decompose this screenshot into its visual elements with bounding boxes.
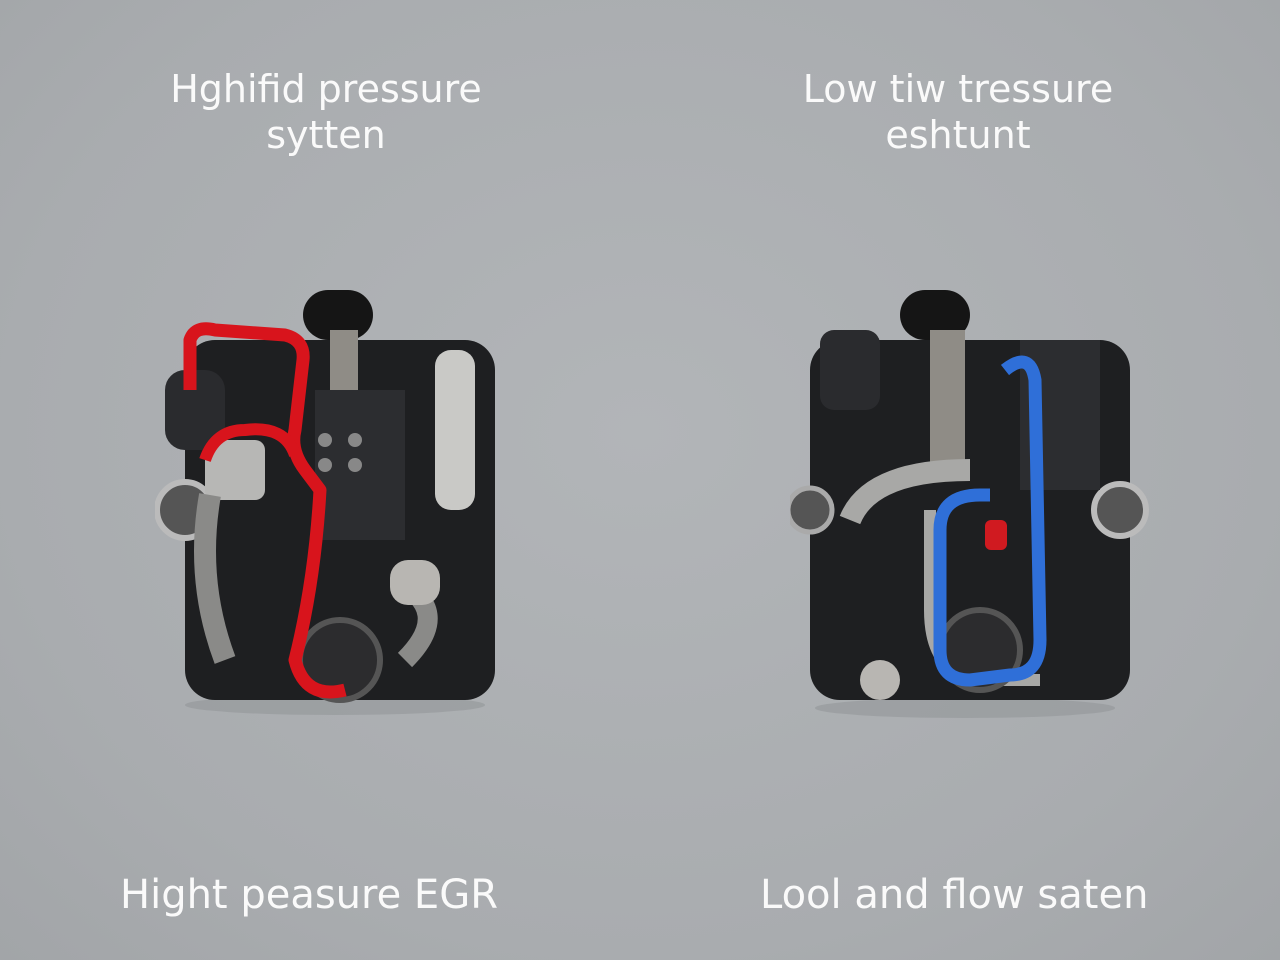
- low-pressure-flow-engine-illustration: [790, 290, 1149, 718]
- high-pressure-egr-engine-illustration: [155, 290, 495, 715]
- right-title-line-1: Low tiw tressure: [802, 67, 1114, 111]
- right-panel-title: Low tiw tressure eshtunt: [758, 66, 1158, 158]
- left-caption: Hight peasure EGR: [120, 872, 498, 918]
- right-title-line-2: eshtunt: [885, 113, 1031, 157]
- left-title-line-2: sytten: [266, 113, 386, 157]
- left-panel-title: Hghifid pressure sytten: [126, 66, 526, 158]
- flow-pipe-blue: [933, 355, 1047, 687]
- left-title-line-1: Hghifid pressure: [170, 67, 482, 111]
- egr-pipe: [183, 322, 347, 699]
- right-caption: Lool and flow saten: [760, 872, 1149, 918]
